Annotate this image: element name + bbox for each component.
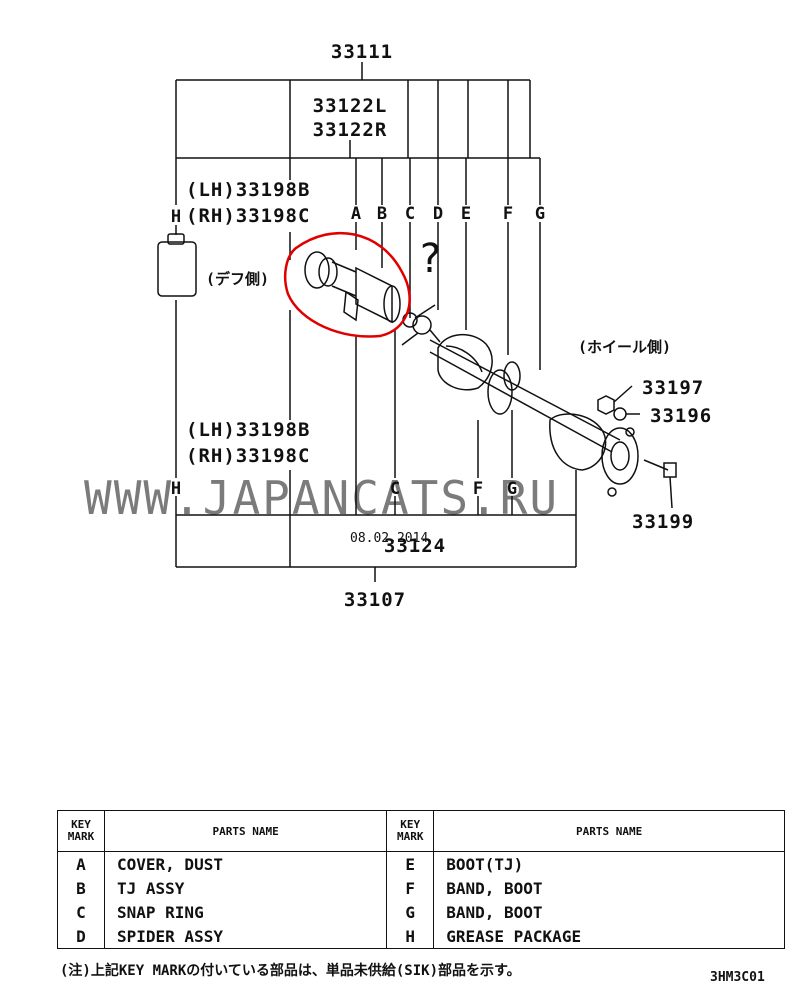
- letter-a: A: [351, 204, 361, 224]
- diff-side-label: (デフ側): [206, 270, 269, 288]
- part-number-33199: 33199: [632, 511, 694, 533]
- parts-name-header-left: PARTS NAME: [103, 810, 388, 852]
- key-cell: E: [386, 851, 435, 876]
- letter-g-lower: G: [507, 479, 517, 499]
- part-number-lh-upper: (LH)33198B: [186, 179, 310, 201]
- wheel-side-label: (ホイール側): [578, 338, 671, 356]
- part-number-33107: 33107: [344, 589, 406, 611]
- watermark: WWW.JAPANCATS.RU: [84, 471, 559, 525]
- name-cell: BAND, BOOT: [433, 876, 785, 900]
- name-cell: TJ ASSY: [103, 876, 388, 900]
- part-number-lh-lower: (LH)33198B: [186, 419, 310, 441]
- name-cell: SPIDER ASSY: [103, 924, 388, 949]
- key-cell: C: [57, 900, 105, 924]
- key-cell: F: [386, 876, 435, 900]
- letter-h-lower: H: [171, 479, 181, 499]
- part-number-rh-lower: (RH)33198C: [186, 445, 310, 467]
- key-cell: A: [57, 851, 105, 876]
- key-cell: B: [57, 876, 105, 900]
- name-cell: SNAP RING: [103, 900, 388, 924]
- letter-e: E: [461, 204, 471, 224]
- letter-f: F: [503, 204, 513, 224]
- letter-c-lower: C: [390, 479, 400, 499]
- table-row: C SNAP RING G BAND, BOOT: [57, 900, 785, 924]
- letter-g: G: [535, 204, 545, 224]
- part-number-33124: 33124: [384, 535, 446, 557]
- table-row: A COVER, DUST E BOOT(TJ): [57, 851, 785, 876]
- name-cell: BAND, BOOT: [433, 900, 785, 924]
- name-cell: COVER, DUST: [103, 851, 388, 876]
- footnote: (注)上記KEY MARKの付いている部品は、単品未供給(SIK)部品を示す。: [60, 963, 521, 979]
- letter-d: D: [433, 204, 443, 224]
- question-mark-annotation: ?: [418, 236, 442, 282]
- part-number-33196: 33196: [650, 405, 712, 427]
- part-number-rh-upper: (RH)33198C: [186, 205, 310, 227]
- letter-f-lower: F: [473, 479, 483, 499]
- exploded-parts-diagram: 33111 33122L 33122R (LH)33198B (RH)33198…: [84, 41, 712, 611]
- part-number-33122r: 33122R: [313, 119, 388, 141]
- table-row: D SPIDER ASSY H GREASE PACKAGE: [57, 924, 785, 949]
- parts-name-header-right: PARTS NAME: [433, 810, 785, 852]
- table-row: B TJ ASSY F BAND, BOOT: [57, 876, 785, 900]
- letter-c: C: [405, 204, 415, 224]
- letter-b: B: [377, 204, 387, 224]
- key-cell: H: [386, 924, 435, 949]
- part-number-33122l: 33122L: [313, 95, 388, 117]
- key-cell: G: [386, 900, 435, 924]
- watermark-date: 08.02.2014: [350, 531, 428, 546]
- diagram-code: 3HM3C01: [710, 970, 765, 985]
- letter-h: H: [171, 207, 181, 227]
- name-cell: BOOT(TJ): [433, 851, 785, 876]
- key-cell: D: [57, 924, 105, 949]
- part-number-33111: 33111: [331, 41, 393, 63]
- name-cell: GREASE PACKAGE: [433, 924, 785, 949]
- part-number-33197: 33197: [642, 377, 704, 399]
